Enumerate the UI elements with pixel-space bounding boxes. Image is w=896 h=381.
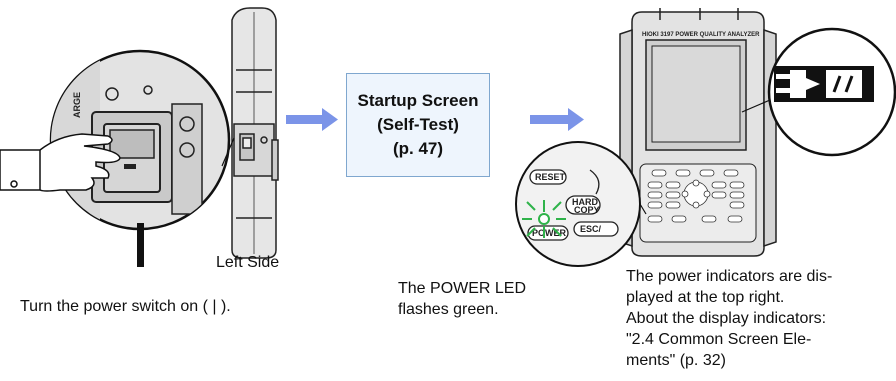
- startup-screen-box: Startup Screen (Self-Test) (p. 47): [346, 73, 490, 177]
- caption-power-led: The POWER LED flashes green.: [398, 280, 527, 318]
- hand-icon: [0, 133, 121, 192]
- device-model-label: HIOKI 3197 POWER QUALITY ANALYZER: [642, 32, 760, 38]
- caption-indicators: The power indicators are dis- played at …: [626, 268, 833, 369]
- startup-title: Startup Screen (Self-Test) (p. 47): [358, 89, 479, 161]
- startup-line1: Startup Screen: [357, 91, 479, 110]
- button-power: POWER: [532, 228, 567, 238]
- left-side-label: Left Side: [216, 254, 280, 271]
- device-left-side: [231, 7, 279, 259]
- power-led-zoom: RESET HARD COPY POWER ESC/: [515, 141, 647, 267]
- startup-line2: (Self-Test): [377, 115, 459, 134]
- button-hard-copy-2: COPY: [574, 205, 600, 215]
- startup-line3: (p. 47): [392, 139, 444, 158]
- power-plug-icon: [774, 66, 874, 102]
- switch-on-mark: [137, 223, 144, 267]
- caption-power-switch: Turn the power switch on ( | ).: [20, 298, 231, 315]
- indicator-zoom: [741, 27, 896, 157]
- device-front: [619, 8, 777, 257]
- side-panel-label: ARGE: [72, 92, 82, 118]
- button-esc: ESC/: [580, 224, 602, 234]
- button-hard-copy: HARD: [572, 197, 598, 207]
- arrow-right-icon-2: [530, 108, 584, 131]
- button-reset: RESET: [535, 172, 566, 182]
- front-keypad: [647, 169, 745, 223]
- led-flash-icon: [522, 200, 566, 238]
- arrow-right-icon: [286, 108, 338, 131]
- zoom-leader: [221, 137, 235, 167]
